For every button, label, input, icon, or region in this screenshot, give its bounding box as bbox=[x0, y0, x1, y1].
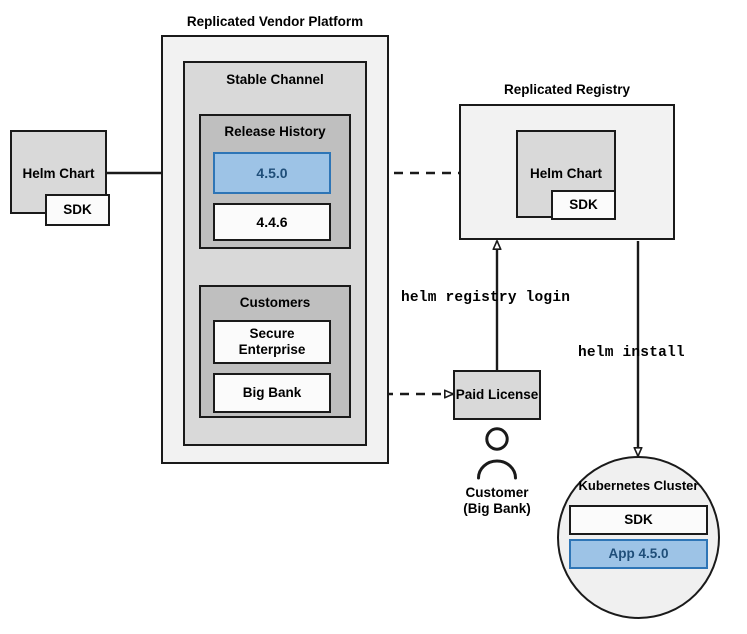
cluster-component-app[interactable]: App 4.5.0 bbox=[569, 539, 708, 569]
source-sdk-label: SDK bbox=[63, 202, 92, 218]
customer-item-big-bank[interactable]: Big Bank bbox=[213, 373, 331, 413]
source-helm-chart-label: Helm Chart bbox=[22, 166, 95, 181]
cluster-component-sdk[interactable]: SDK bbox=[569, 505, 708, 535]
release-item-450[interactable]: 4.5.0 bbox=[213, 152, 331, 194]
customer-name-label: Secure Enterprise bbox=[238, 326, 306, 357]
kubernetes-cluster-label: Kubernetes Cluster bbox=[578, 478, 699, 493]
kubernetes-cluster-circle bbox=[557, 456, 720, 619]
release-item-446[interactable]: 4.4.6 bbox=[213, 203, 331, 241]
vendor-platform-title: Replicated Vendor Platform bbox=[186, 14, 364, 29]
registry-title: Replicated Registry bbox=[503, 82, 631, 97]
source-sdk-box[interactable]: SDK bbox=[45, 194, 110, 226]
cluster-component-label: App 4.5.0 bbox=[608, 546, 669, 562]
cluster-component-label: SDK bbox=[624, 512, 653, 528]
release-version-label: 4.5.0 bbox=[256, 164, 288, 181]
person-icon bbox=[473, 426, 521, 480]
release-history-label: Release History bbox=[224, 124, 326, 139]
paid-license-label: Paid License bbox=[455, 387, 539, 403]
paid-license-box[interactable]: Paid License bbox=[453, 370, 541, 420]
registry-sdk-box[interactable]: SDK bbox=[551, 190, 616, 220]
customer-actor-label: Customer (Big Bank) bbox=[463, 485, 531, 516]
customer-name-label: Big Bank bbox=[242, 385, 302, 401]
registry-sdk-label: SDK bbox=[569, 197, 598, 213]
customers-label: Customers bbox=[239, 295, 311, 310]
registry-helm-chart-label: Helm Chart bbox=[529, 166, 602, 181]
command-helm-registry-login: helm registry login bbox=[401, 290, 571, 306]
stable-channel-label: Stable Channel bbox=[226, 72, 324, 87]
release-version-label: 4.4.6 bbox=[256, 213, 288, 230]
command-helm-install: helm install bbox=[578, 345, 685, 361]
customer-item-secure-enterprise[interactable]: Secure Enterprise bbox=[213, 320, 331, 364]
